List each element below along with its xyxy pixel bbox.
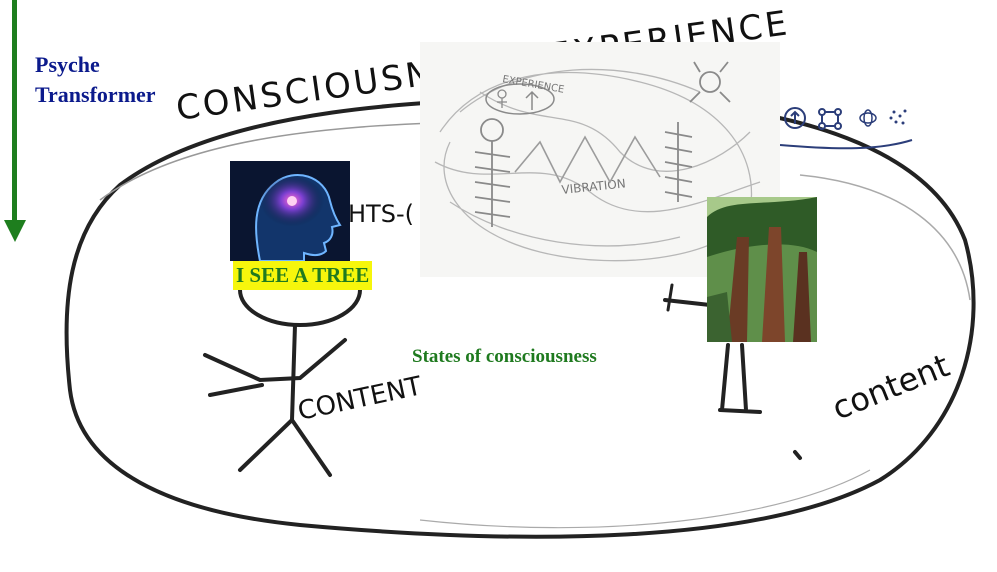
inner-faint-stroke: [99, 121, 471, 201]
sketch-up-arrow-icon: [525, 90, 539, 110]
left-figure-leg: [290, 418, 332, 477]
sketch-label-vibration: VIBRATION: [561, 176, 627, 197]
upper-right-bracket: [779, 139, 913, 150]
brain-head-image: [230, 161, 350, 261]
page-title: Psyche Transformer: [35, 50, 225, 110]
left-spring-figure: [474, 118, 511, 227]
molecule-icon: [818, 108, 842, 130]
i-see-a-tree-label: I SEE A TREE: [233, 261, 373, 290]
right-figure-mark: [793, 450, 802, 460]
green-down-arrow-icon: [12, 0, 17, 222]
left-figure-arms: [203, 338, 347, 383]
experience-oval: [485, 83, 555, 115]
green-down-arrow-head-icon: [4, 220, 26, 242]
circle-arrow-icon: [784, 107, 806, 129]
handwritten-content-right: content: [827, 346, 955, 427]
handwritten-thoughts-fragment: HTS-(: [348, 200, 414, 228]
atom-icon: [859, 109, 877, 127]
right-figure-arm-stem: [666, 283, 674, 312]
right-figure-legs: [718, 343, 762, 414]
tree-photo-image: [707, 197, 817, 342]
tree-trunk: [793, 252, 811, 342]
vibration-zigzag: [514, 135, 661, 184]
inner-faint-stroke: [799, 174, 971, 301]
title-line-2: Transformer: [35, 82, 156, 107]
tree-trunk: [727, 237, 749, 342]
sketch-person-icon: [497, 89, 507, 108]
left-figure-arm-left: [208, 383, 264, 397]
title-line-1: Psyche: [35, 52, 100, 77]
states-of-consciousness-label: States of consciousness: [412, 346, 597, 367]
handwritten-content-left: CONTENT: [295, 371, 424, 427]
tree-trunk: [762, 227, 785, 342]
vibration-sketch-drawing: EXPERIENCE VIBRATION: [434, 61, 761, 262]
left-figure-body: [238, 323, 297, 472]
right-figure-arm: [663, 298, 712, 307]
dots-cluster-icon: [889, 109, 907, 125]
circle-arrow-icon-arrow: [790, 110, 800, 124]
inner-faint-stroke: [419, 469, 871, 529]
right-spring-figure: [664, 61, 731, 202]
